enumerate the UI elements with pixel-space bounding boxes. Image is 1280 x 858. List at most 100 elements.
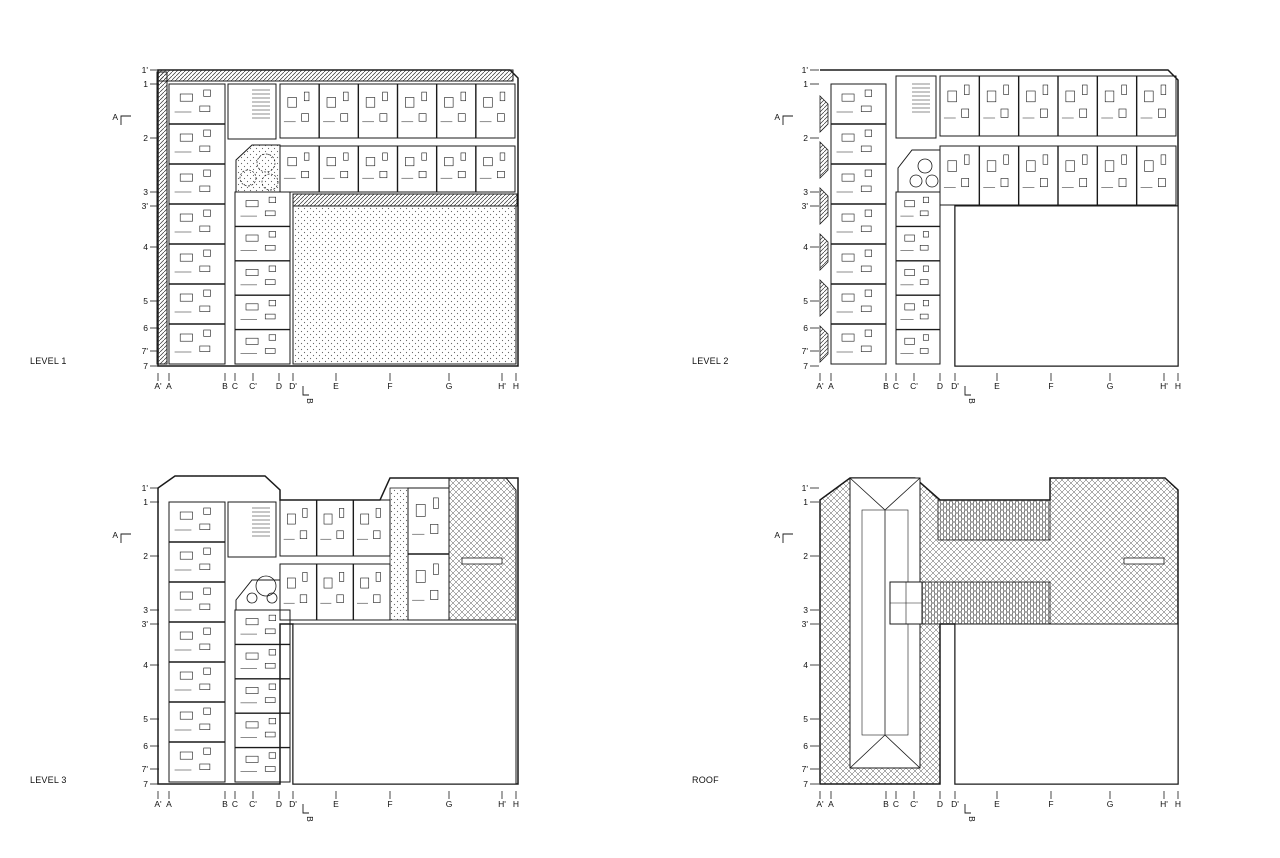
col-grid-label: C' [910,799,918,809]
furniture-bed [405,97,415,108]
balcony-bay [819,279,829,317]
col-grid-label: D [276,381,282,391]
west-wing-units-a [168,83,226,365]
row-grid-label: 6 [803,323,808,333]
furniture-bed [365,157,376,167]
tree-icon [255,575,277,597]
furniture-table [860,145,872,152]
furniture-bed [287,157,297,167]
furniture-table [961,178,970,188]
bathroom [375,508,381,518]
furniture-bed [245,337,259,345]
furniture-table [199,603,211,610]
bathroom [339,572,345,582]
bathroom [343,152,349,161]
bathroom [499,152,506,161]
furniture-bed [179,591,193,600]
tree-icon [917,158,933,174]
furniture-table [418,113,427,122]
bathroom [203,129,211,137]
furniture-table [379,113,388,122]
balcony-bay [819,95,829,133]
row-grid-label: 3 [803,605,808,615]
furniture-table [919,313,929,320]
furniture-table [1158,178,1166,188]
col-grid-label: A' [816,799,824,809]
furniture-table [457,113,466,122]
furniture-table [860,305,872,312]
bathroom [1160,154,1167,165]
furniture-table [340,113,349,122]
row-grid-label: 1' [142,65,149,75]
bathroom [203,249,211,257]
row-grid-label: 7' [142,764,149,774]
furniture-bed [245,755,259,763]
balcony-bay [819,187,829,225]
bathroom [421,91,427,102]
plan-title-level-3: LEVEL 3 [30,775,67,785]
row-grid-label: 6 [143,741,148,751]
furniture-bed [904,234,915,242]
furniture-bed [245,618,259,626]
furniture-bed [841,253,855,262]
furniture-table [860,265,872,272]
col-grid-label: C [893,799,899,809]
furniture-bed [245,687,259,694]
bathroom [268,649,277,656]
col-grid-label: H' [498,381,506,391]
bathroom [460,91,466,102]
section-arrow-b [302,386,309,396]
bathroom [864,129,872,137]
row-grid-label: 3' [142,201,149,211]
furniture-table [199,305,211,312]
west-wing-units-b [234,191,291,365]
furniture-bed [179,93,193,102]
row-grid-label: 1' [802,483,809,493]
bathroom [864,169,872,177]
bathroom [382,152,388,161]
bathroom [864,89,872,97]
bathroom [203,507,211,515]
entry-void [235,579,281,611]
furniture-bed [841,293,855,302]
gallery-strip [389,487,409,621]
furniture-table [1000,178,1009,188]
col-grid-label: E [333,799,339,809]
furniture-bed [179,671,193,680]
north-wing-units-b [279,563,391,621]
bathroom [864,289,872,297]
furniture-table [1118,108,1127,118]
section-arrow-b [964,804,971,814]
furniture-table [497,113,505,122]
bathroom [268,231,277,238]
furniture-bed [245,721,259,729]
furniture-table [299,594,308,603]
furniture-bed [986,90,997,103]
tree-icon [266,592,278,604]
furniture-bed [1104,90,1115,103]
furniture-bed [287,97,297,108]
furniture-table [961,108,970,118]
furniture-bed [1104,160,1115,172]
section-arrow-a [120,533,131,543]
furniture-table [264,245,276,251]
bathroom [203,547,211,555]
col-grid-label: F [387,381,392,391]
tree-icon [256,153,276,173]
furniture-bed [904,200,915,208]
north-wall-poche [157,69,514,82]
bathroom [268,300,277,307]
col-grid-label: A [828,381,834,391]
row-grid-label: 3' [142,619,149,629]
furniture-bed [179,711,193,720]
col-grid-label: C' [249,799,257,809]
furniture-bed [1026,90,1036,103]
bathroom [268,265,277,272]
furniture-table [1000,108,1009,118]
furniture-bed [179,333,193,342]
section-mark-a: A [774,112,780,122]
bathroom [1003,154,1009,165]
bathroom [382,91,388,102]
furniture-bed [326,97,336,108]
